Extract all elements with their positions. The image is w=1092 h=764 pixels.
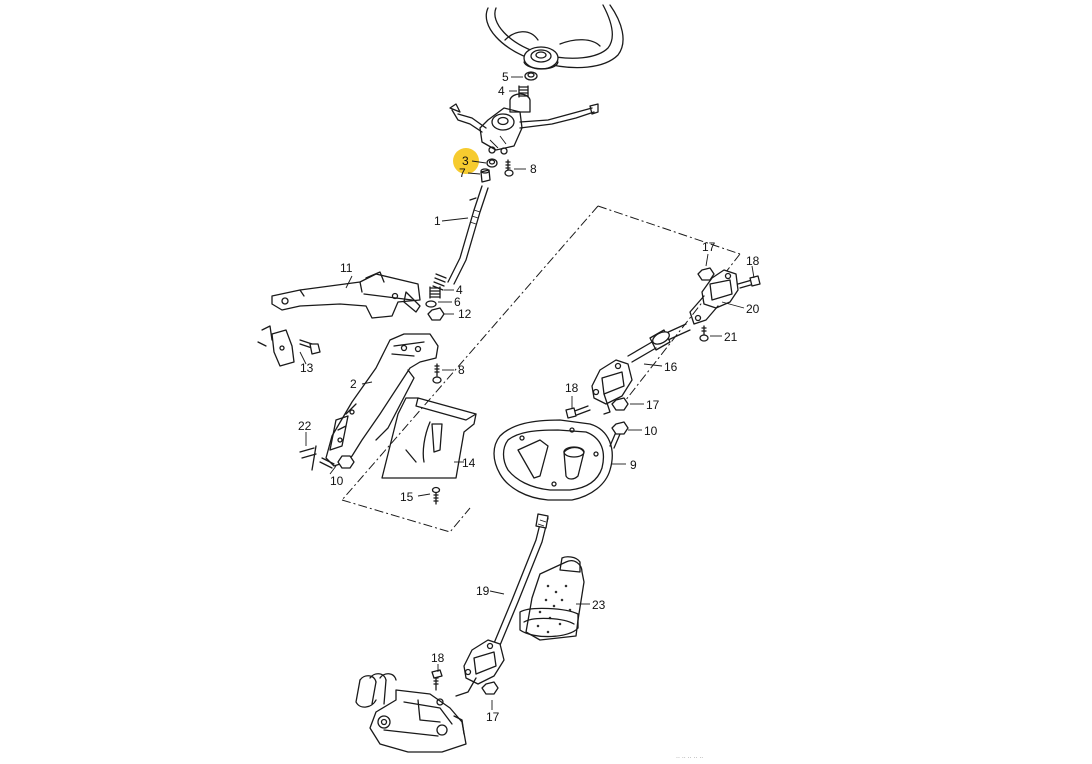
- callout-13[interactable]: 13: [300, 361, 314, 375]
- callout-15[interactable]: 15: [400, 490, 414, 504]
- callout-7[interactable]: 7: [459, 166, 466, 180]
- callout-17[interactable]: 17: [702, 240, 716, 254]
- intermediate-shaft: [627, 323, 691, 363]
- spring-shaft: [429, 286, 441, 299]
- universal-joint-middle: [591, 359, 633, 415]
- callout-numbers: 5 4 3 7 8 1 11 4 6 12 13 2 8 14 22 10 15…: [298, 70, 760, 724]
- callout-17[interactable]: 17: [486, 710, 500, 724]
- leader-lines: [299, 76, 755, 710]
- nut-10-left: [319, 455, 355, 469]
- steering-rack: [355, 673, 467, 753]
- callout-9[interactable]: 9: [630, 458, 637, 472]
- screw-cover: [431, 486, 441, 505]
- universal-joint-upper: [689, 269, 739, 325]
- highlight-marker[interactable]: [453, 148, 479, 174]
- callout-4[interactable]: 4: [456, 283, 463, 297]
- nut-17-mid: [611, 397, 629, 411]
- callout-18[interactable]: 18: [746, 254, 760, 268]
- ring: [486, 158, 498, 168]
- callout-11[interactable]: 11: [340, 261, 353, 275]
- combination-switch: [449, 93, 599, 155]
- callout-12[interactable]: 12: [458, 307, 472, 321]
- callout-18[interactable]: 18: [565, 381, 579, 395]
- callout-1[interactable]: 1: [434, 214, 441, 228]
- bolt-18-top: [737, 275, 761, 289]
- callout-16[interactable]: 16: [664, 360, 678, 374]
- nut-10-right: [609, 421, 629, 449]
- spring-mid: [432, 273, 447, 291]
- pedal-bracket: [325, 333, 439, 467]
- callout-18[interactable]: 18: [431, 651, 445, 665]
- diagram-footer-code: .. .. .. .. ..: [676, 753, 703, 760]
- callout-19[interactable]: 19: [476, 584, 490, 598]
- bulkhead-grommet-plate: [493, 419, 613, 501]
- callout-23[interactable]: 23: [592, 598, 606, 612]
- callout-4[interactable]: 4: [498, 84, 505, 98]
- callout-8[interactable]: 8: [530, 162, 537, 176]
- callout-2[interactable]: 2: [350, 377, 357, 391]
- spring-washer-top: [518, 85, 529, 98]
- rubber-boot: [519, 556, 585, 641]
- nut-mid: [427, 307, 445, 321]
- callout-17[interactable]: 17: [646, 398, 660, 412]
- callout-21[interactable]: 21: [724, 330, 738, 344]
- wheel-nut: [524, 71, 538, 81]
- bolt-pedal: [432, 363, 442, 384]
- screw-switch: [504, 159, 514, 177]
- callout-22[interactable]: 22: [298, 419, 312, 433]
- bolt-21: [699, 325, 709, 342]
- clamp-bracket: [257, 325, 321, 367]
- universal-joint-lower: [455, 639, 505, 697]
- callout-20[interactable]: 20: [746, 302, 760, 316]
- callout-3[interactable]: 3: [462, 154, 469, 168]
- callout-5[interactable]: 5: [502, 70, 509, 84]
- steering-shaft-lower: [491, 513, 549, 651]
- dashed-group-outline: [341, 205, 741, 533]
- support-bracket: [271, 271, 421, 319]
- callout-14[interactable]: 14: [462, 456, 476, 470]
- callout-10[interactable]: 10: [644, 424, 658, 438]
- bolt-18-mid: [565, 405, 591, 419]
- callout-8[interactable]: 8: [458, 363, 465, 377]
- trim-cover: [381, 397, 477, 479]
- bush: [480, 168, 491, 183]
- callout-10[interactable]: 10: [330, 474, 344, 488]
- steering-wheel: [485, 4, 624, 70]
- callout-6[interactable]: 6: [454, 295, 461, 309]
- nut-17-top: [697, 267, 715, 281]
- nut-17-bottom: [481, 681, 499, 695]
- steering-shaft-upper: [447, 185, 489, 285]
- bolt-18-bottom: [431, 669, 443, 691]
- pin-22: [299, 445, 317, 471]
- washer-mid: [425, 300, 437, 308]
